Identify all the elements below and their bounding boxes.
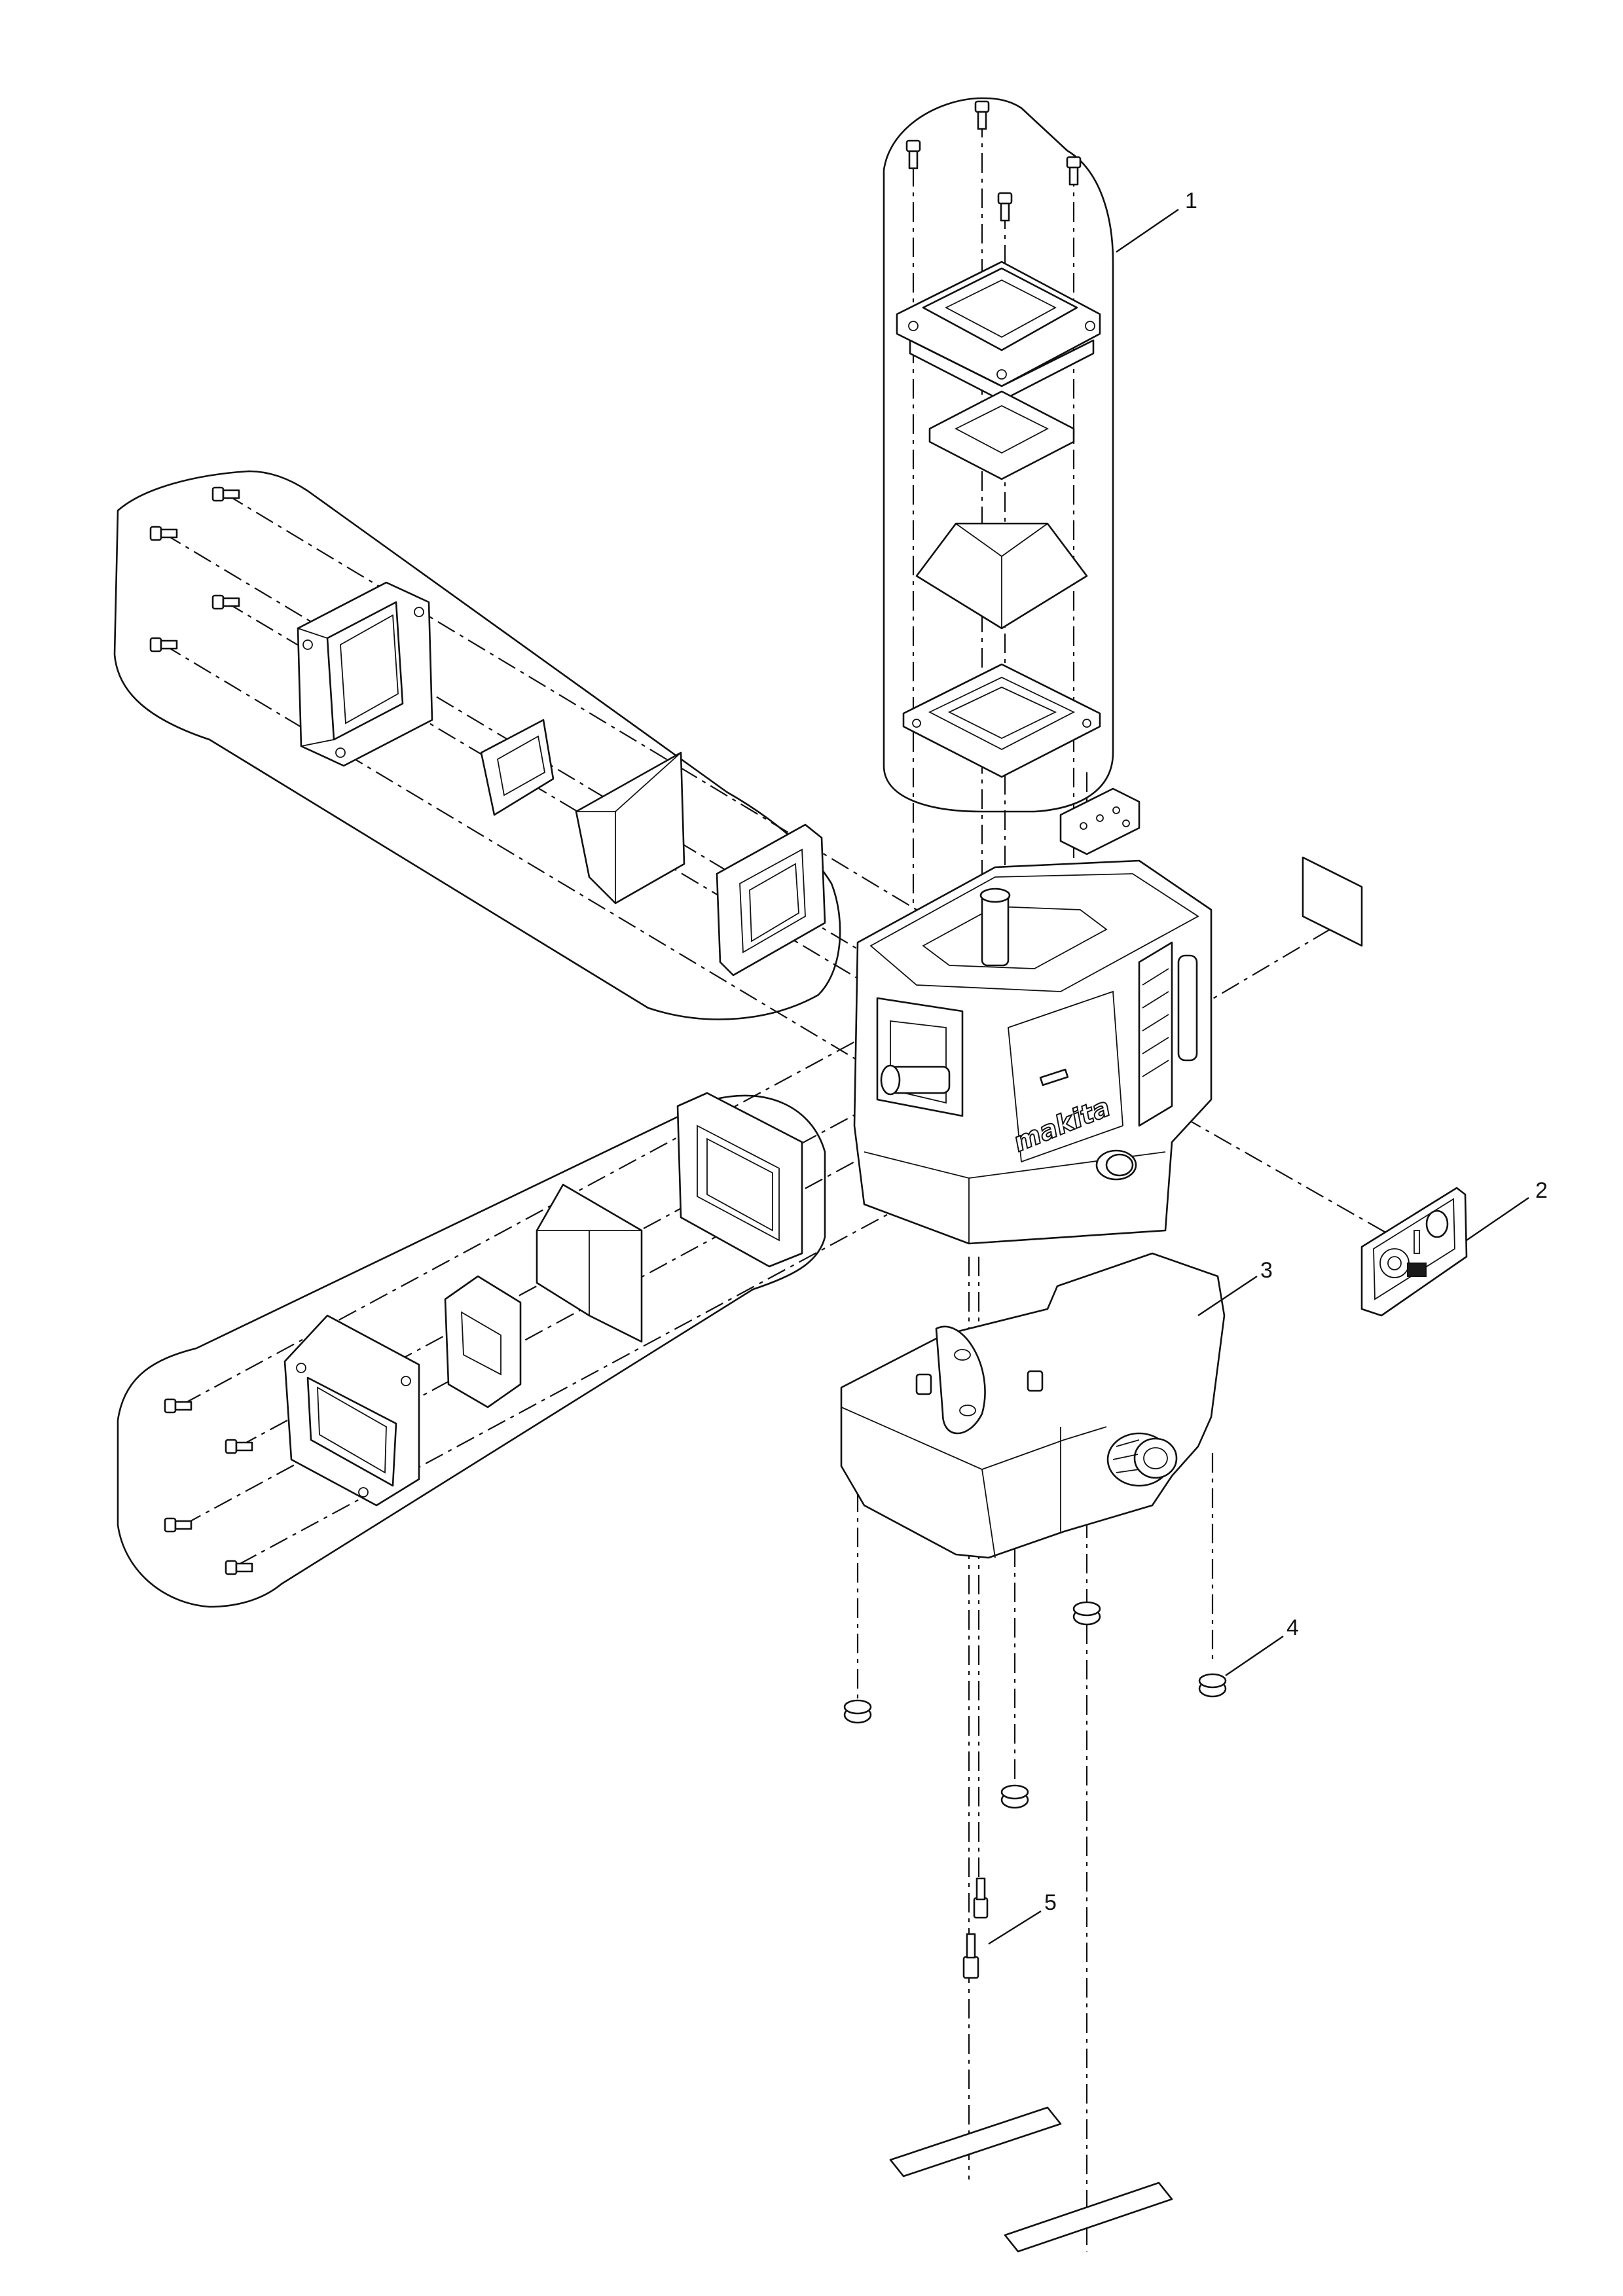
bottom-screw-icon: [962, 1933, 979, 1979]
screw-icon: [164, 1517, 192, 1533]
screw-icon: [164, 1398, 192, 1414]
callout-number: 1: [1185, 188, 1197, 213]
screw-icon: [149, 637, 178, 653]
rubber-foot-icon: [1072, 1601, 1101, 1626]
adjust-knob-body: [1095, 1149, 1137, 1181]
screw-icon: [211, 486, 240, 502]
rubber-foot-icon: [1198, 1673, 1227, 1698]
glass-cover: [915, 522, 1088, 630]
side-frame-lower: [283, 1314, 420, 1507]
top-frame: [896, 260, 1101, 402]
callout-2: 2: [1466, 1178, 1548, 1241]
base-pad-strip: [1004, 2181, 1173, 2253]
left-upper-module-parts: [149, 486, 826, 977]
side-grille: [1138, 941, 1198, 1127]
screw-icon: [149, 526, 178, 541]
side-seal-lower: [444, 1275, 522, 1408]
bottom-frame: [902, 663, 1101, 778]
callout-4: 4: [1225, 1615, 1299, 1676]
rubber-foot-icon: [843, 1699, 872, 1724]
callout-1: 1: [1116, 188, 1197, 253]
side-glass-lower: [536, 1183, 643, 1343]
left-lower-module-outline: [117, 1094, 826, 1608]
callout-number: 5: [1044, 1890, 1057, 1915]
screw-icon: [1066, 156, 1082, 186]
left-upper-module-outline: [113, 470, 841, 1020]
callout-3: 3: [1197, 1258, 1273, 1316]
bottom-screw-icon: [973, 1877, 989, 1919]
callout-number: 3: [1260, 1258, 1273, 1283]
base-housing: [840, 1252, 1226, 1559]
screw-icon: [225, 1560, 253, 1575]
left-lower-module-parts: [164, 1092, 803, 1575]
end-frame-lower: [676, 1092, 803, 1268]
callout-5: 5: [988, 1890, 1057, 1945]
control-label-plate: [1360, 1187, 1468, 1317]
right-window-plate: [1302, 856, 1363, 947]
screw-icon: [997, 192, 1013, 222]
side-frame-upper: [297, 581, 433, 767]
callout-number: 2: [1535, 1178, 1548, 1203]
screw-icon: [905, 139, 921, 170]
screw-icon: [211, 594, 240, 610]
top-label-plate: [1059, 787, 1140, 855]
side-seal-upper: [480, 719, 555, 816]
base-pad-strip: [889, 2106, 1062, 2178]
screw-icon: [225, 1439, 253, 1454]
end-frame-upper: [716, 823, 826, 977]
rubber-foot-icon: [1000, 1784, 1029, 1809]
laser-main-body: makita: [853, 787, 1213, 1245]
callout-number: 4: [1286, 1615, 1299, 1640]
side-glass-upper: [575, 751, 685, 905]
top-module-parts: [896, 100, 1101, 778]
base-knob: [1106, 1432, 1178, 1487]
screw-icon: [974, 100, 990, 130]
seal-plate: [928, 390, 1075, 480]
